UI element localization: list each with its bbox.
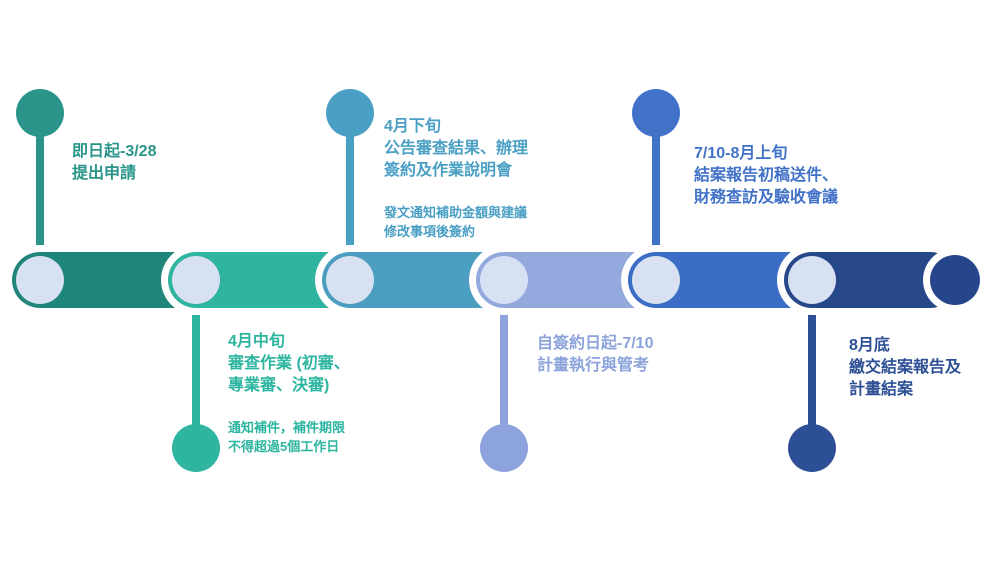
milestone-apply-node bbox=[16, 89, 64, 137]
title-line: 審查作業 (初審、 bbox=[228, 355, 350, 372]
milestone-closure-stem bbox=[808, 302, 816, 428]
junction-node-5 bbox=[632, 256, 680, 304]
title-line: 簽約及作業說明會 bbox=[384, 162, 513, 179]
milestone-review-note: 通知補件，補件期限 不得超過5個工作日 bbox=[228, 418, 345, 456]
milestone-announce-sign-note: 發文通知補助金額與建議 修改事項後簽約 bbox=[384, 203, 527, 241]
title-line: 4月下旬 bbox=[384, 118, 441, 135]
milestone-final-report-title: 7/10-8月上旬 結案報告初稿送件、 財務查訪及驗收會議 bbox=[694, 143, 838, 209]
milestone-announce-sign-stem bbox=[346, 134, 354, 256]
title-line: 8月底 bbox=[849, 337, 890, 354]
title-line: 自簽約日起-7/10 bbox=[537, 335, 654, 352]
title-line: 即日起-3/28 bbox=[72, 143, 157, 160]
milestone-closure-title: 8月底 繳交結案報告及 計畫結案 bbox=[849, 335, 961, 401]
title-line: 7/10-8月上旬 bbox=[694, 145, 788, 162]
milestone-review-node bbox=[172, 424, 220, 472]
milestone-apply-stem bbox=[36, 134, 44, 256]
note-line: 不得超過5個工作日 bbox=[228, 439, 340, 454]
milestone-execution-node bbox=[480, 424, 528, 472]
junction-node-1 bbox=[16, 256, 64, 304]
milestone-review-title: 4月中旬 審查作業 (初審、 專業審、決審) bbox=[228, 331, 350, 397]
title-line: 提出申請 bbox=[72, 165, 137, 182]
title-line: 4月中旬 bbox=[228, 333, 285, 350]
note-line: 發文通知補助金額與建議 bbox=[384, 205, 528, 220]
note-line: 修改事項後簽約 bbox=[384, 224, 476, 239]
milestone-execution-stem bbox=[500, 302, 508, 428]
milestone-execution-title: 自簽約日起-7/10 計畫執行與管考 bbox=[537, 333, 653, 377]
title-line: 計畫結案 bbox=[849, 381, 914, 398]
note-line: 通知補件，補件期限 bbox=[228, 420, 346, 435]
milestone-final-report-node bbox=[632, 89, 680, 137]
junction-node-6 bbox=[788, 256, 836, 304]
title-line: 計畫執行與管考 bbox=[537, 357, 650, 374]
title-line: 財務查訪及驗收會議 bbox=[694, 189, 839, 206]
title-line: 公告審查結果、辦理 bbox=[384, 140, 529, 157]
milestone-final-report-stem bbox=[652, 134, 660, 256]
junction-node-2 bbox=[172, 256, 220, 304]
milestone-apply-title: 即日起-3/28 提出申請 bbox=[72, 141, 156, 185]
milestone-announce-sign-title: 4月下旬 公告審查結果、辦理 簽約及作業說明會 bbox=[384, 116, 528, 182]
milestone-closure-node bbox=[788, 424, 836, 472]
milestone-review-stem bbox=[192, 302, 200, 428]
junction-node-3 bbox=[326, 256, 374, 304]
title-line: 繳交結案報告及 bbox=[849, 359, 962, 376]
junction-node-4 bbox=[480, 256, 528, 304]
milestone-announce-sign-node bbox=[326, 89, 374, 137]
title-line: 專業審、決審) bbox=[228, 377, 330, 394]
title-line: 結案報告初稿送件、 bbox=[694, 167, 839, 184]
terminal-node bbox=[930, 255, 980, 305]
